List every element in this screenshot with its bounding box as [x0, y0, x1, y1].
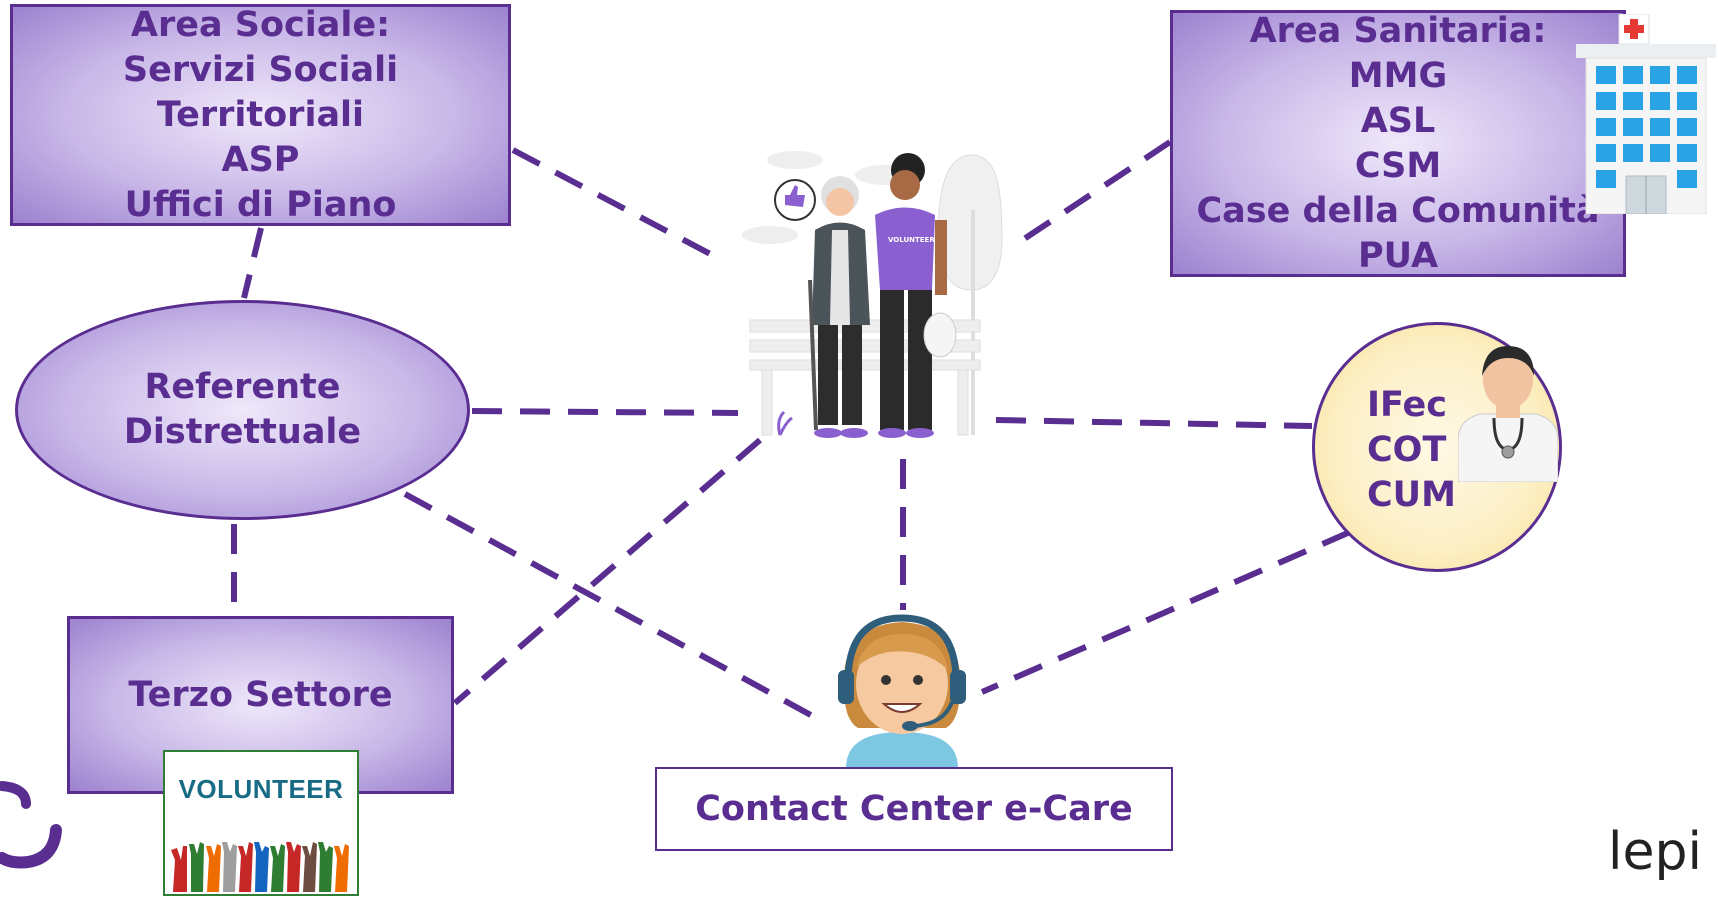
- connector-sociale-referente: [241, 227, 264, 299]
- ifec-label-column: IFec COT CUM: [1367, 383, 1456, 518]
- operator-headset-icon: [838, 614, 966, 768]
- volunteer-badge-text: VOLUNTEER: [178, 774, 344, 804]
- referente-line: Referente: [144, 367, 341, 407]
- brand-logo: lepi: [1608, 822, 1702, 882]
- area-sociale-box: Area Sociale: Servizi Sociali Territoria…: [10, 4, 511, 226]
- contact-center-label: Contact Center e-Care: [695, 789, 1133, 829]
- ifec-line: CUM: [1367, 475, 1456, 515]
- ifec-line: COT: [1367, 430, 1447, 470]
- ifec-line: IFec: [1367, 385, 1447, 425]
- connector-sociale-center: [511, 147, 718, 260]
- connector-center-terzo: [453, 437, 762, 706]
- spinner-arc-icon: [0, 781, 62, 869]
- area-sociale-line: Territoriali: [156, 94, 365, 135]
- elderly-volunteer-illustration: VOLUNTEER: [742, 151, 1003, 438]
- doctor-avatar-icon: [1458, 346, 1558, 482]
- area-sanitaria-line: ASL: [1360, 100, 1436, 141]
- connector-referente-contact: [403, 491, 822, 723]
- volunteer-badge: VOLUNTEER: [163, 750, 359, 896]
- area-sociale-line: Servizi Sociali: [122, 49, 399, 90]
- area-sanitaria-line: Case della Comunità: [1196, 190, 1600, 231]
- area-sociale-line: Uffici di Piano: [124, 184, 397, 225]
- volunteer-shirt-label: VOLUNTEER: [888, 236, 935, 244]
- connector-center-ifec: [995, 417, 1313, 429]
- connector-ifec-contact: [980, 529, 1352, 695]
- referente-distrettuale-ellipse: Referente Distrettuale: [15, 300, 470, 520]
- connector-referente-center: [471, 408, 739, 416]
- area-sanitaria-line: MMG: [1348, 55, 1448, 96]
- connector-sanitaria-center: [1016, 139, 1172, 246]
- area-sociale-line: ASP: [221, 139, 300, 180]
- area-sociale-title: Area Sociale:: [130, 4, 391, 45]
- volunteer-hands-icon: [171, 842, 349, 892]
- area-sanitaria-title: Area Sanitaria:: [1249, 10, 1547, 51]
- referente-line: Distrettuale: [123, 412, 362, 452]
- area-sanitaria-line: PUA: [1357, 235, 1439, 276]
- area-sanitaria-line: CSM: [1354, 145, 1442, 186]
- terzo-settore-label: Terzo Settore: [128, 674, 393, 715]
- contact-center-box: Contact Center e-Care: [655, 767, 1173, 851]
- area-sanitaria-box: Area Sanitaria: MMG ASL CSM Case della C…: [1170, 10, 1626, 277]
- hospital-icon: [1576, 14, 1716, 214]
